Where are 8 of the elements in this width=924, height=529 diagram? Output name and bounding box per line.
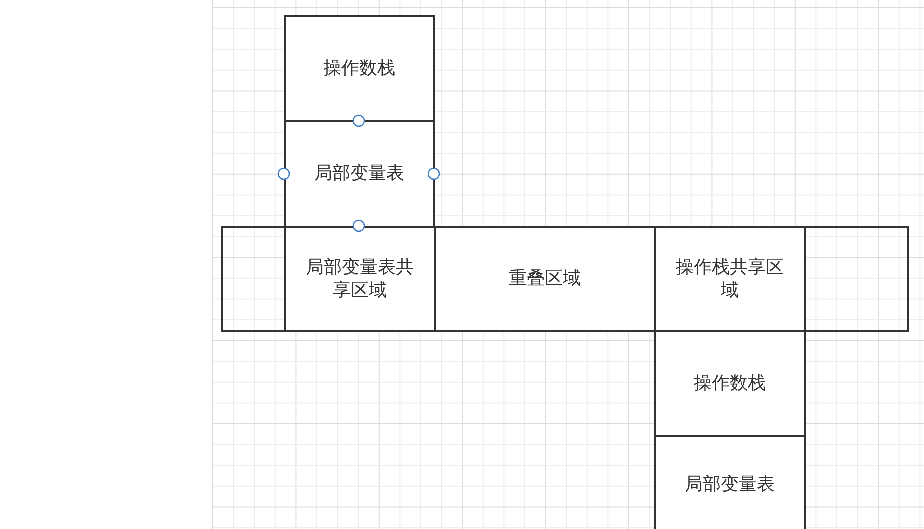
empty-cell — [804, 226, 909, 332]
stack-cell: 操作数栈 — [284, 15, 435, 122]
stack-cell: 操作数栈 — [654, 330, 806, 438]
stack-cell: 局部变量表共享区域 — [284, 226, 436, 332]
stack-cell: 局部变量表 — [284, 120, 435, 228]
stack-cell: 局部变量表 — [654, 435, 806, 529]
stack-cell: 操作栈共享区域 — [654, 226, 806, 332]
stack-cell: 重叠区域 — [434, 226, 656, 332]
